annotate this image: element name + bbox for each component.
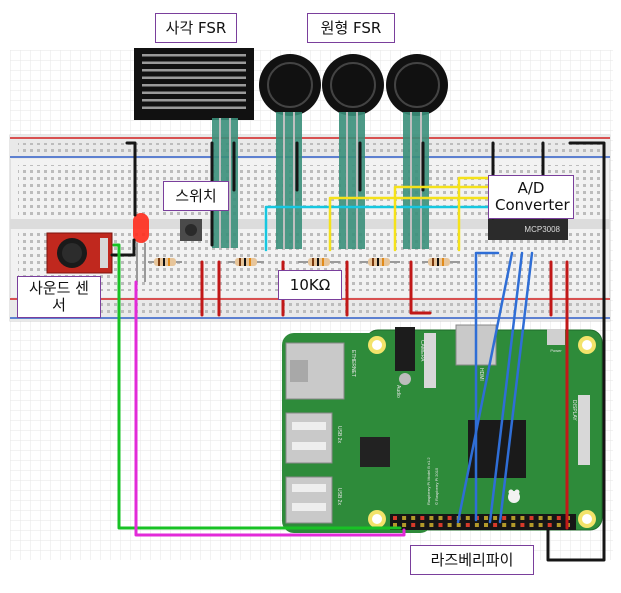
fsr-stripe — [142, 54, 246, 57]
gpio-pin — [393, 523, 397, 527]
wire-yellow-3 — [457, 176, 492, 252]
gpio-pin — [502, 516, 507, 520]
gpio-pin — [493, 523, 498, 527]
gpio-pin — [447, 516, 452, 520]
wire-black-1 — [125, 141, 137, 217]
gpio-pin — [520, 516, 525, 520]
gpio-pin — [547, 523, 552, 527]
gpio-pin — [465, 523, 470, 527]
sound-sensor-module — [46, 232, 113, 274]
gpio-pin — [393, 516, 397, 520]
gpio-pin — [529, 523, 534, 527]
label-square-fsr: 사각 FSR — [155, 13, 237, 43]
wire-magenta — [134, 280, 406, 537]
gpio-pin — [429, 523, 434, 527]
copyright-text: © Raspberry Pi 2015 — [434, 467, 439, 505]
gpio-pin — [420, 516, 425, 520]
resistor-5 — [422, 258, 460, 266]
usb2-text: USB 2x — [336, 488, 342, 505]
gpio-pin — [547, 516, 552, 520]
usb1-text: USB 2x — [336, 426, 342, 443]
gpio-pin — [420, 523, 425, 527]
gpio-pin — [556, 523, 561, 527]
wire-green — [112, 243, 402, 530]
gpio-pin — [556, 516, 561, 520]
push-button — [180, 219, 202, 241]
label-round-fsr: 원형 FSR — [307, 13, 395, 43]
model-text: Raspberry Pi Model B v1.2 — [426, 457, 431, 505]
fsr-stripe — [142, 99, 246, 102]
wire-blue-2 — [456, 251, 514, 524]
wire-cyan — [264, 205, 492, 252]
fsr-stripe — [142, 76, 246, 79]
gpio-pin — [511, 523, 516, 527]
fsr-stripe — [142, 69, 246, 72]
gpio-pin — [438, 523, 443, 527]
gpio-pin — [411, 523, 416, 527]
gpio-pin — [465, 516, 470, 520]
gpio-pin — [538, 523, 543, 527]
display-text: DISPLAY — [571, 400, 577, 421]
wire-yellow-1 — [328, 196, 492, 252]
camera-text: CAMERA — [419, 340, 425, 362]
fsr-stripe — [142, 91, 246, 94]
fsr-stripe — [142, 106, 246, 109]
gpio-pin — [474, 523, 479, 527]
round-fsr-3 — [386, 54, 448, 249]
raspberry-pi-board: ETHERNET USB 2x USB 2x Audio CAMERA HDMI… — [282, 324, 603, 533]
resistor-2 — [228, 258, 264, 266]
gpio-pin — [520, 523, 525, 527]
gpio-pin — [484, 523, 488, 527]
display-connector — [578, 395, 590, 465]
gpio-pin — [411, 516, 416, 520]
wire-blue-3 — [488, 251, 524, 524]
adc-chip-text: MCP3008 — [524, 225, 560, 234]
hdmi-text: HDMI — [478, 368, 484, 381]
resistor-1 — [148, 258, 182, 266]
camera-connector — [424, 333, 436, 388]
gpio-pin — [456, 523, 461, 527]
fsr-stripe — [142, 84, 246, 87]
red-led — [133, 213, 149, 282]
cpu-chip — [360, 437, 390, 467]
gpio-pin — [447, 523, 452, 527]
fsr-stripe — [142, 61, 246, 64]
gpio-pin — [511, 516, 516, 520]
label-raspberry-pi: 라즈베리파이 — [410, 545, 534, 575]
label-adc: A/D Converter — [488, 175, 574, 219]
gpio-pin — [402, 523, 407, 527]
usb-port-1 — [285, 412, 333, 464]
gpio-pin — [538, 516, 543, 520]
power-port — [547, 329, 565, 345]
wire-red-5 — [409, 260, 432, 315]
adc-chip: MCP3008 — [488, 218, 568, 240]
gpio-pin — [402, 516, 407, 520]
label-sound-sensor: 사운드 센서 — [17, 276, 101, 318]
gpio-pin — [529, 516, 534, 520]
gpio-pin — [493, 516, 498, 520]
gpio-pin — [502, 523, 507, 527]
wire-black-rpi — [546, 141, 606, 562]
gpio-pin — [438, 516, 443, 520]
ethernet-text: ETHERNET — [350, 350, 356, 377]
gpio-pin — [429, 516, 434, 520]
resistor-4 — [360, 258, 400, 266]
raspberry-logo — [508, 489, 520, 503]
power-text: Power — [550, 348, 562, 353]
audio-text: Audio — [395, 385, 401, 398]
gpio-pin — [484, 516, 488, 520]
wire-blue-4 — [498, 251, 534, 524]
label-resistor: 10KΩ — [278, 270, 342, 300]
label-switch: 스위치 — [163, 181, 229, 211]
audio-jack — [395, 327, 415, 371]
usb-port-2 — [285, 476, 333, 524]
resistor-3 — [298, 258, 340, 266]
